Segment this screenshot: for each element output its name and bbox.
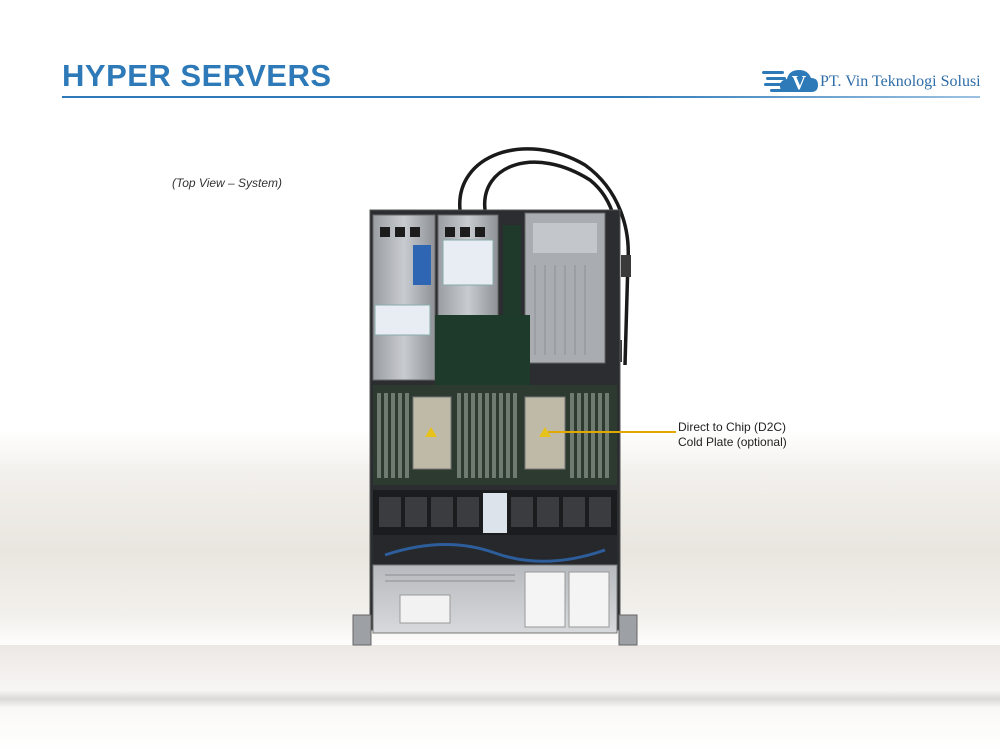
company-logo-icon: V [762,70,818,94]
hose-connector [621,255,631,277]
front-label [399,594,451,624]
riser-cage-left [372,214,436,381]
page-title: HYPER SERVERS [62,58,332,93]
callout-label: Direct to Chip (D2C) Cold Plate (optiona… [678,420,787,450]
label-sticker [413,245,431,285]
figure-caption: (Top View – System) [172,176,283,190]
callout-pointer [548,431,676,433]
callout-line-2: Cold Plate (optional) [678,435,787,449]
fan-shroud-label [483,493,507,533]
server-top-view-image [352,147,638,646]
logo-letter: V [792,72,807,94]
company-name: PT. Vin Teknologi Solusi [820,73,981,90]
rack-ear-left [352,614,372,646]
motherboard [435,315,530,385]
floor-shadow [0,690,1000,708]
spec-label [524,571,566,628]
title-divider [62,96,980,98]
spec-label [568,571,610,628]
label-sticker [374,304,431,336]
callout-line-1: Direct to Chip (D2C) [678,420,787,434]
label-sticker [442,239,494,286]
rack-ear-right [618,614,638,646]
background-floor [0,645,1000,750]
